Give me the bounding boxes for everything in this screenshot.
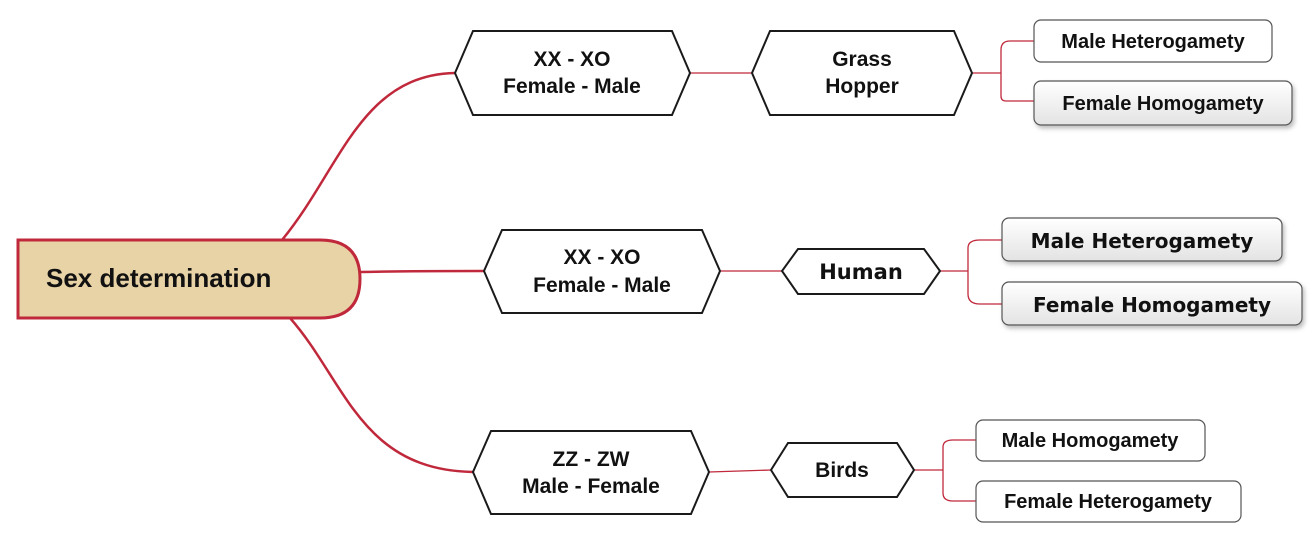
organism-node-1[interactable]: Grass Hopper — [750, 30, 974, 116]
leaf-node-3a-box — [975, 419, 1206, 462]
leaf-node-1b-box — [1033, 80, 1293, 126]
system-node-1-line1: XX - XO — [533, 48, 610, 71]
root-node-shape — [16, 238, 362, 320]
system-node-3-shape — [471, 430, 711, 515]
system-node-3-line1: ZZ - ZW — [553, 448, 630, 471]
system-node-2-shape — [482, 229, 722, 314]
leaf-node-1b-label: Female Homogamety — [1062, 93, 1264, 115]
organism-node-2-label: Human — [819, 260, 903, 284]
connector-organism-3-to-leaves — [914, 439, 976, 502]
organism-node-2-shape — [780, 248, 942, 295]
leaf-node-3a-label: Male Homogamety — [1002, 430, 1180, 452]
thin-connectors — [690, 40, 1034, 502]
connector-organism-2-to-leaves — [940, 239, 1002, 305]
leaf-node-2a[interactable]: Male Heterogamety — [1001, 217, 1283, 262]
organism-node-3[interactable]: Birds — [769, 442, 916, 498]
organism-node-2[interactable]: Human — [780, 248, 942, 295]
connector-system-3-to-organism-3 — [708, 469, 772, 473]
system-node-2-line2: Female - Male — [533, 274, 671, 297]
system-node-2-line1: XX - XO — [563, 246, 640, 269]
leaf-node-1b[interactable]: Female Homogamety — [1033, 80, 1293, 126]
leaf-node-2b[interactable]: Female Homogamety — [1001, 281, 1303, 326]
connector-root-to-system-3 — [289, 317, 474, 474]
leaf-node-2b-box — [1001, 281, 1303, 326]
connectors — [281, 71, 485, 474]
leaf-node-2a-box — [1001, 217, 1283, 262]
system-node-2[interactable]: XX - XO Female - Male — [482, 229, 722, 314]
leaf-node-2b-label: Female Homogamety — [1033, 293, 1271, 317]
organism-node-3-label: Birds — [815, 459, 869, 482]
connector-root-to-system-1 — [281, 71, 456, 241]
system-node-3[interactable]: ZZ - ZW Male - Female — [471, 430, 711, 515]
leaf-node-1a-box — [1033, 19, 1273, 63]
leaf-node-1a-label: Male Heterogamety — [1061, 31, 1245, 53]
organism-node-3-shape — [769, 442, 916, 498]
system-node-1[interactable]: XX - XO Female - Male — [453, 30, 692, 116]
system-node-1-shape — [453, 30, 692, 116]
connector-root-to-system-2 — [359, 269, 485, 274]
connector-organism-1-to-leaves — [972, 40, 1034, 102]
leaf-node-2a-label: Male Heterogamety — [1031, 229, 1254, 253]
root-node[interactable]: Sex determination — [16, 238, 362, 320]
leaf-node-3b-box — [975, 480, 1242, 523]
system-node-3-line2: Male - Female — [522, 475, 660, 498]
leaf-node-1a[interactable]: Male Heterogamety — [1033, 19, 1273, 63]
leaf-node-3b-label: Female Heterogamety — [1004, 491, 1213, 513]
system-node-1-line2: Female - Male — [503, 75, 641, 98]
organism-node-1-line2: Hopper — [825, 75, 899, 98]
root-node-label: Sex determination — [46, 263, 271, 293]
organism-node-1-line1: Grass — [832, 48, 892, 71]
organism-node-1-shape — [750, 30, 974, 116]
leaf-node-3a[interactable]: Male Homogamety — [975, 419, 1206, 462]
leaf-node-3b[interactable]: Female Heterogamety — [975, 480, 1242, 523]
